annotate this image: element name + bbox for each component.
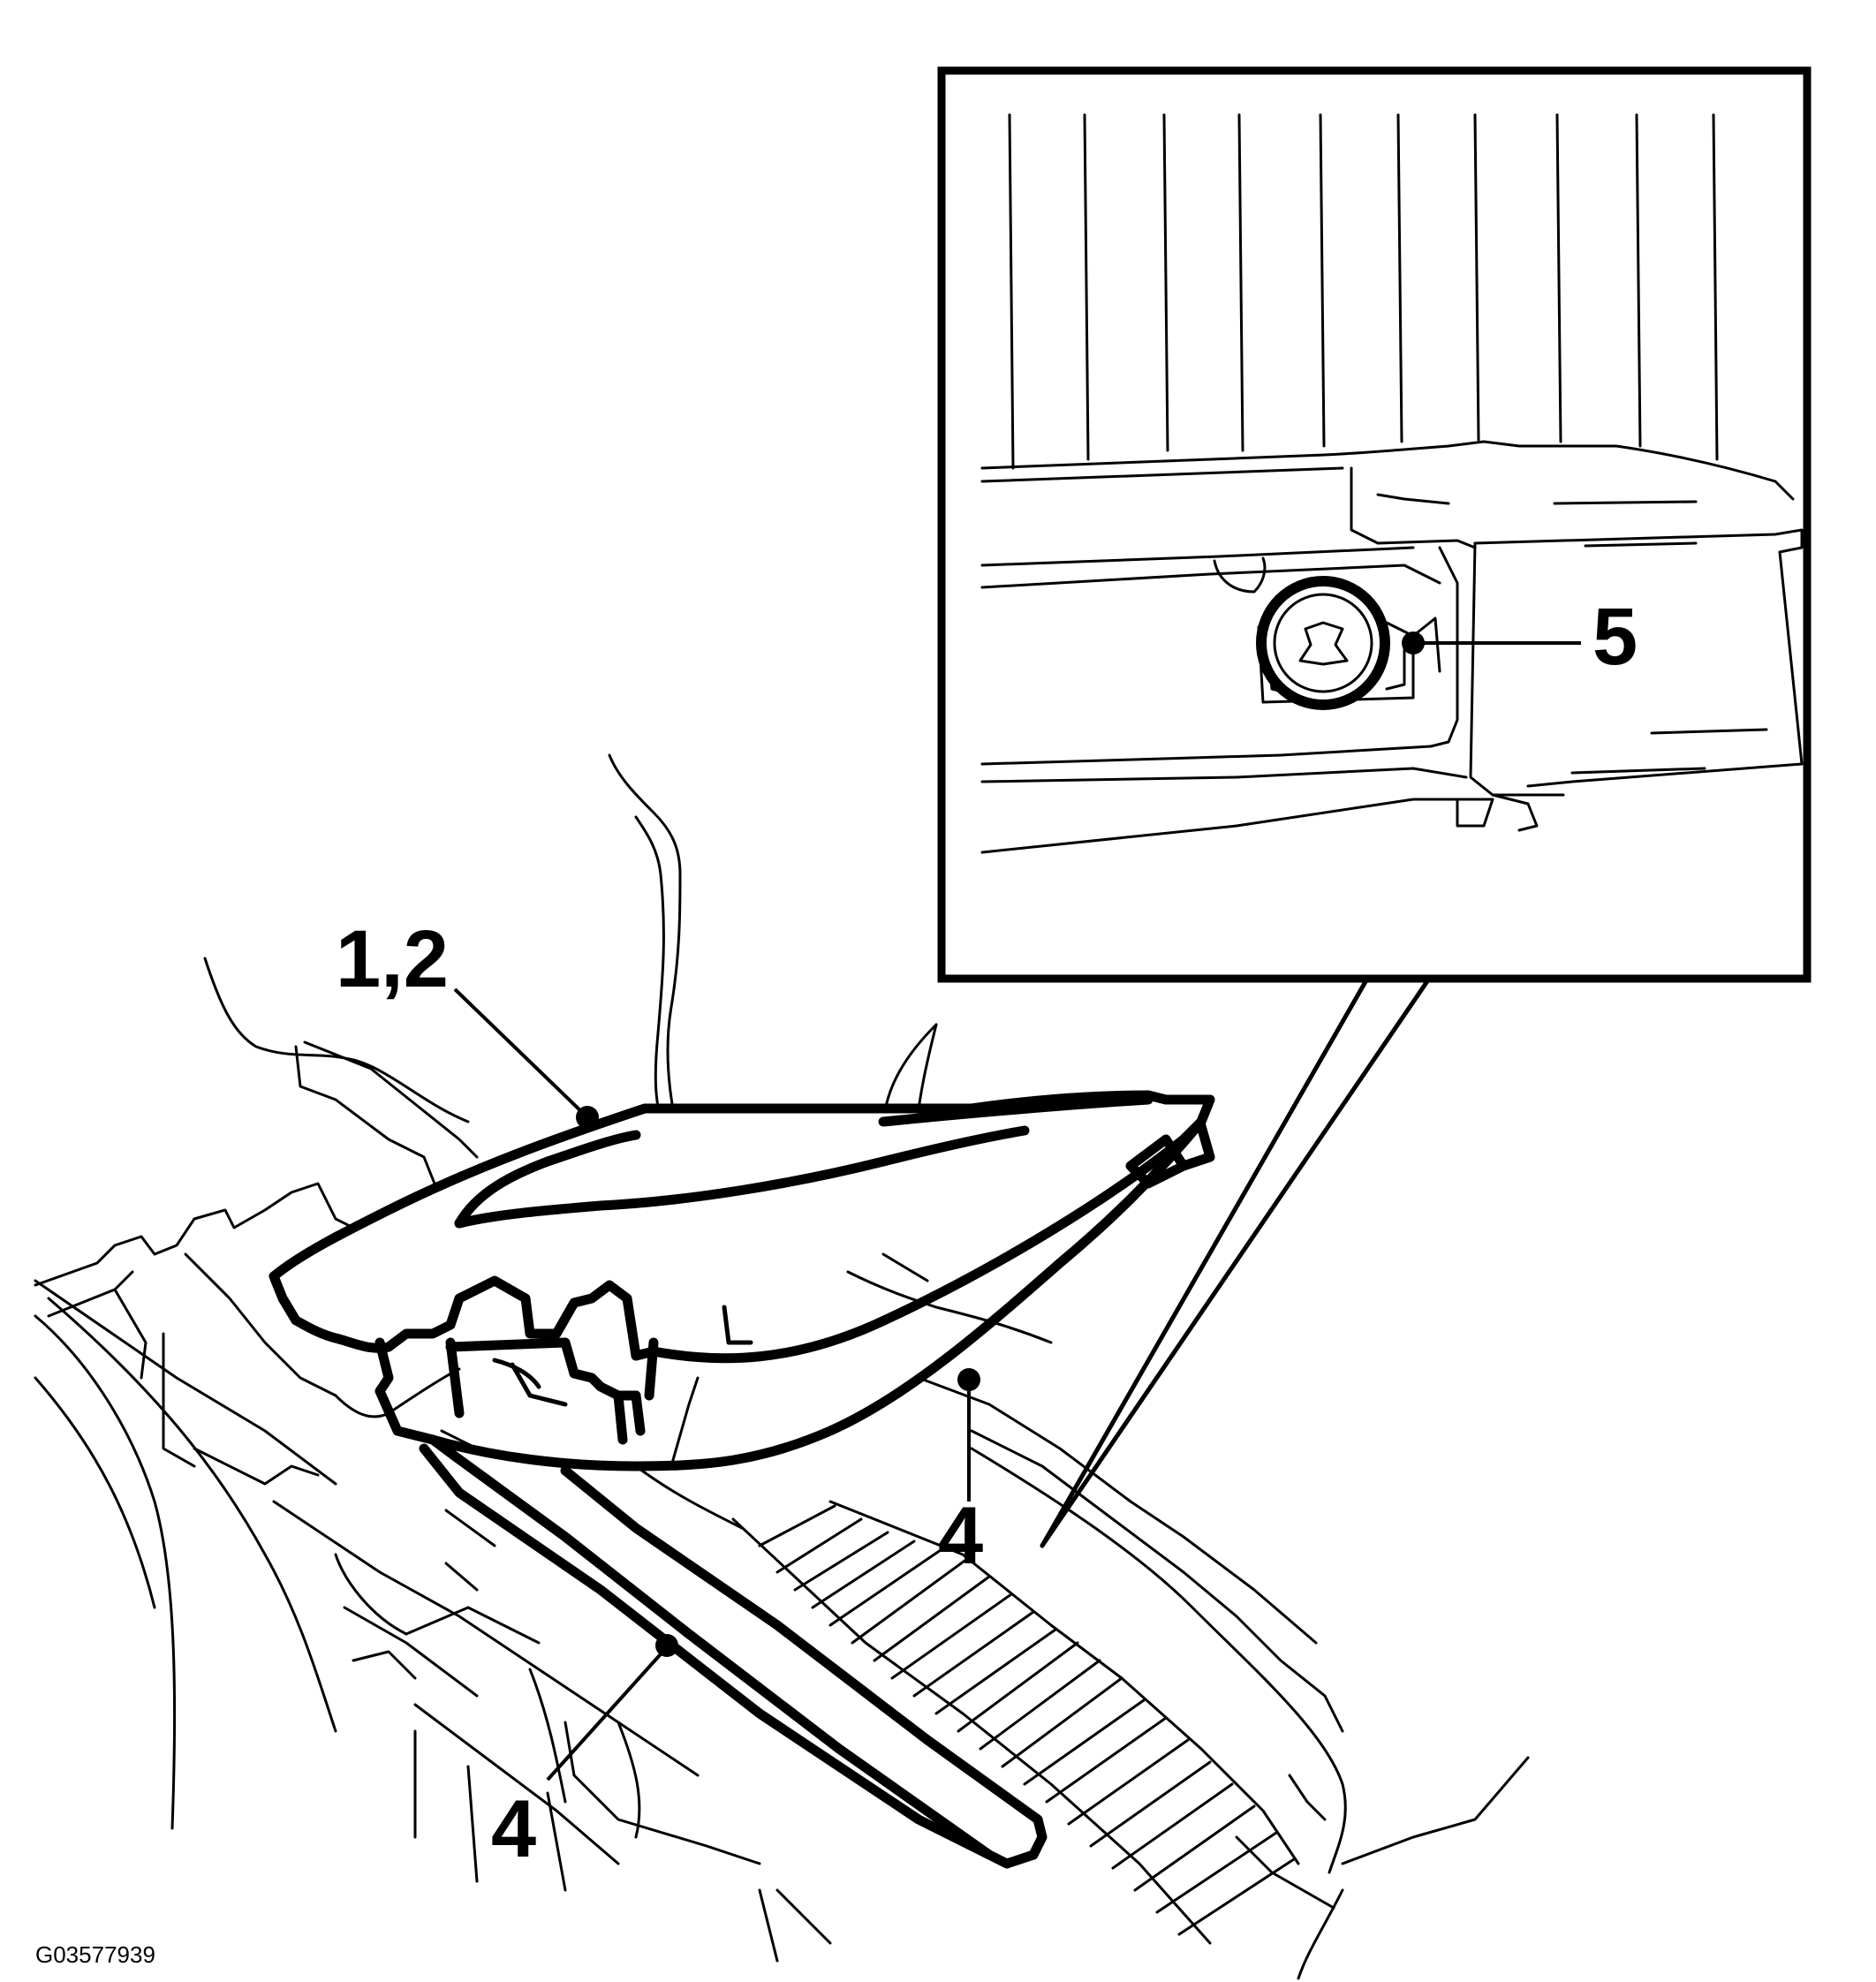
callout-label: 5 [1592, 592, 1638, 682]
magnifier-beam [1040, 976, 1370, 1548]
callout-label: 4 [938, 1491, 983, 1581]
inset-grille-fins [1008, 113, 1719, 470]
detail-inset [937, 66, 1812, 1548]
console-background [34, 753, 1530, 1980]
callout-4-upper: 4 [938, 1368, 983, 1581]
torx-recess [1298, 621, 1349, 666]
callout-1-2: 1,2 [336, 914, 599, 1129]
hatched-floor-section [731, 1500, 1300, 1945]
bolt-head [1273, 593, 1373, 693]
callout-label: 1,2 [336, 914, 449, 1004]
callout-5: 5 [1402, 592, 1638, 682]
magnifier-beam [1040, 976, 1432, 1548]
figure-reference-code: G03577939 [35, 1941, 155, 1968]
bolt-washer [1256, 576, 1390, 710]
center-console-trim-panel [269, 1090, 1215, 1869]
callout-4-lower: 4 [491, 1634, 678, 1874]
callout-label: 4 [491, 1784, 536, 1874]
